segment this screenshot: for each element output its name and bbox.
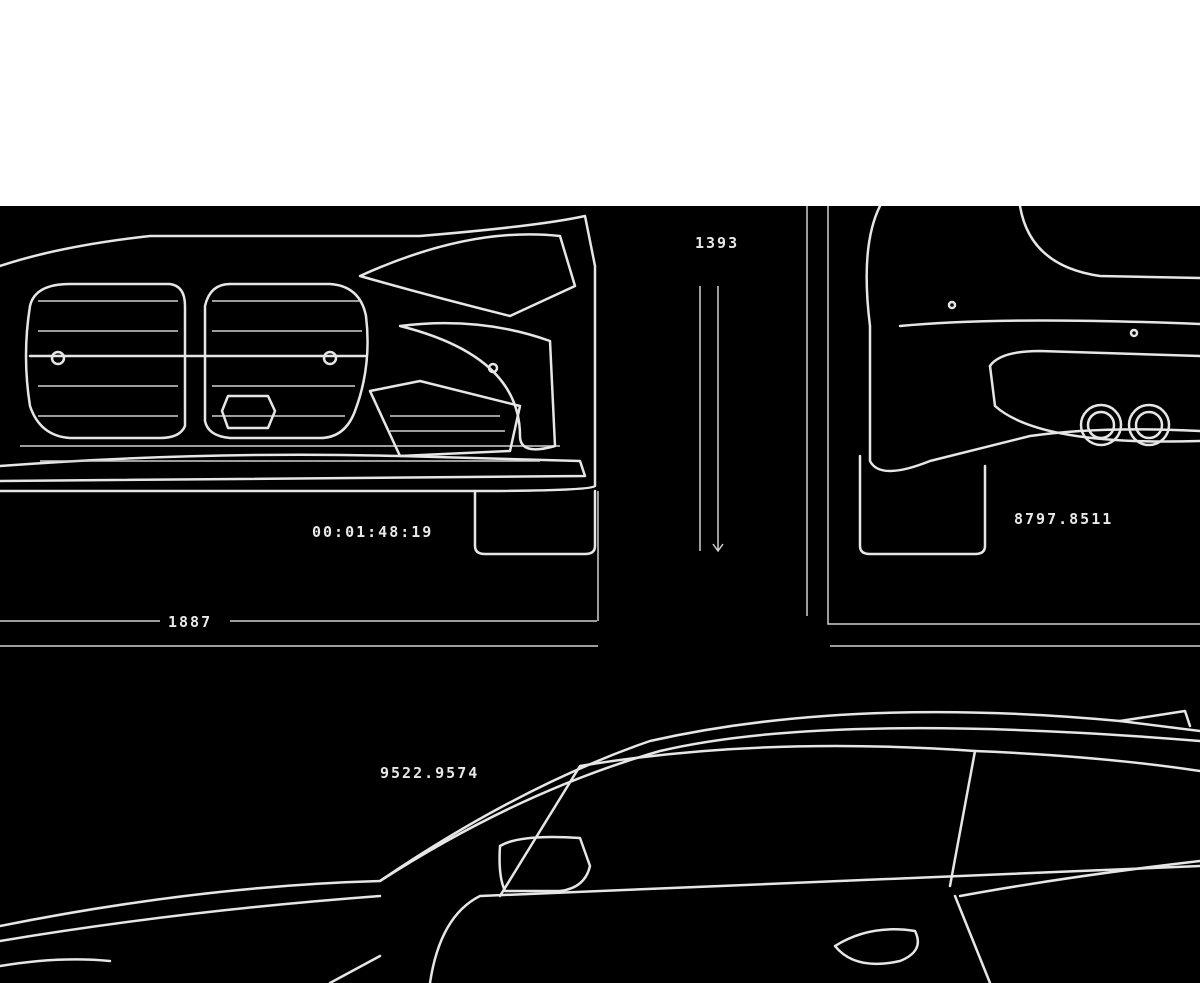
side-value-label: 9522.9574: [380, 764, 480, 782]
rear-value-label: 8797.8511: [1014, 510, 1114, 528]
front-view: [0, 214, 597, 556]
car-blueprint-drawing: [0, 206, 1200, 983]
side-view: [0, 709, 1200, 983]
timecode-label: 00:01:48:19: [312, 523, 434, 541]
height-dimension-label: 1393: [695, 234, 740, 252]
width-dimension-label: 1887: [168, 613, 213, 631]
rear-view: [858, 206, 1200, 556]
blueprint-frame: 1393 00:01:48:19 8797.8511 1887 9522.957…: [0, 206, 1200, 983]
